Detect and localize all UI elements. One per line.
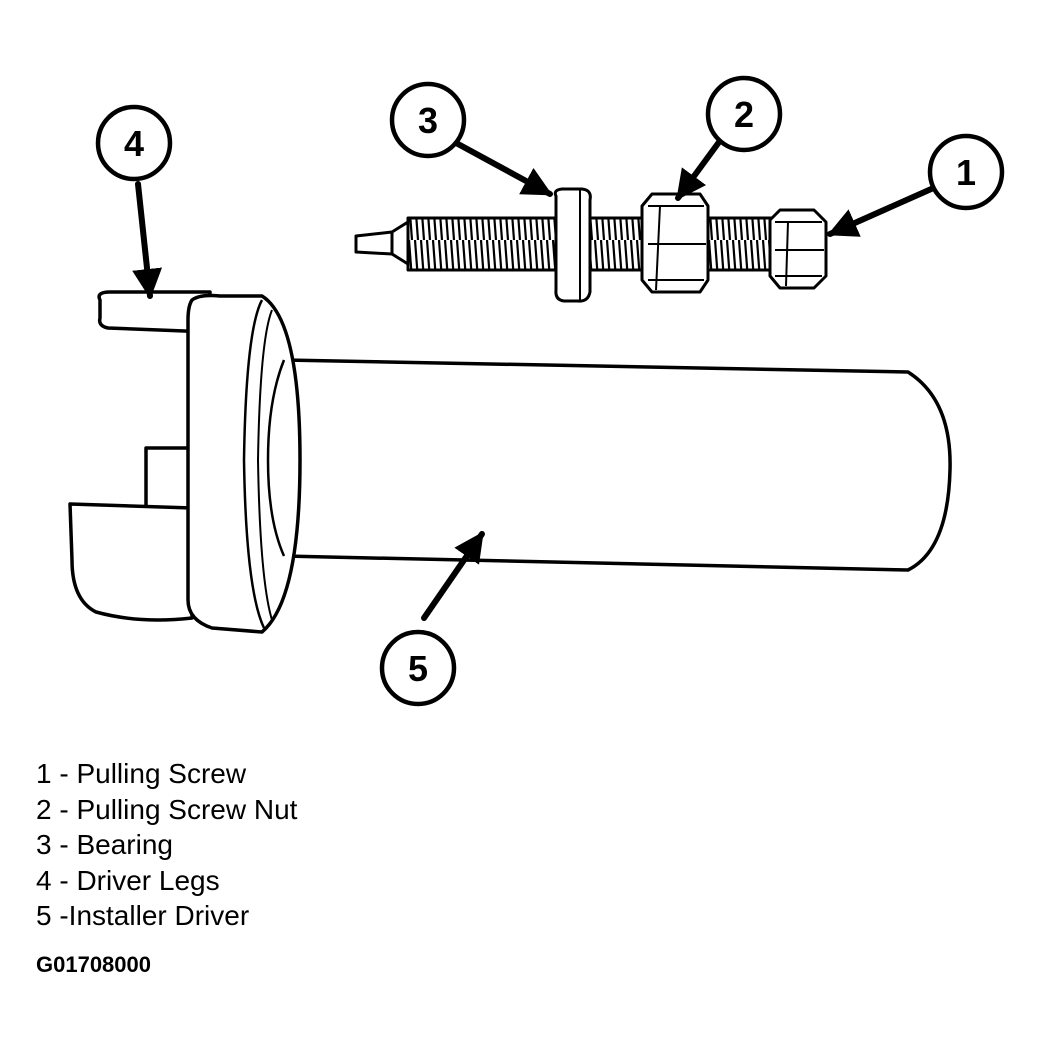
arrow-3: [455, 141, 553, 197]
pulling-screw-assembly: [354, 187, 828, 303]
legend-item-pulling-screw-nut: 2 - Pulling Screw Nut: [36, 793, 298, 825]
pulling-screw-head-part: [768, 208, 828, 290]
callout-1-label: 1: [956, 152, 976, 193]
arrow-1: [827, 183, 941, 237]
screw-tip: [354, 230, 394, 256]
arrow-5: [421, 531, 485, 621]
driver-leg-lower: [68, 502, 194, 622]
legend-item-bearing: 3 - Bearing: [36, 829, 173, 860]
legend-item-pulling-screw: 1 - Pulling Screw: [36, 758, 247, 789]
legend-item-installer-driver: 5 -Installer Driver: [36, 900, 250, 931]
callout-3-label: 3: [418, 100, 438, 141]
legend-list: 1 - Pulling Screw 2 - Pulling Screw Nut …: [36, 756, 297, 934]
callout-2-label: 2: [734, 94, 754, 135]
arrow-2: [675, 135, 725, 201]
callout-2: 2: [705, 75, 783, 153]
callout-5-label: 5: [408, 648, 428, 689]
callout-arrows: [132, 135, 941, 621]
callout-4-label: 4: [124, 123, 144, 164]
driver-cylinder: [282, 358, 952, 572]
installer-driver-assembly: [68, 290, 952, 634]
tool-diagram: 1 2 3 4 5: [68, 75, 1005, 707]
pulling-screw-nut-part: [640, 192, 710, 294]
threaded-rod: [406, 216, 782, 272]
callout-5: 5: [379, 629, 457, 707]
arrow-4: [132, 181, 163, 299]
callout-3: 3: [389, 81, 467, 159]
bearing-part: [553, 187, 592, 303]
legend-item-driver-legs: 4 - Driver Legs: [36, 864, 220, 896]
callout-4: 4: [95, 104, 173, 182]
callout-1: 1: [927, 133, 1005, 211]
figure-id: G01708000: [36, 952, 151, 977]
